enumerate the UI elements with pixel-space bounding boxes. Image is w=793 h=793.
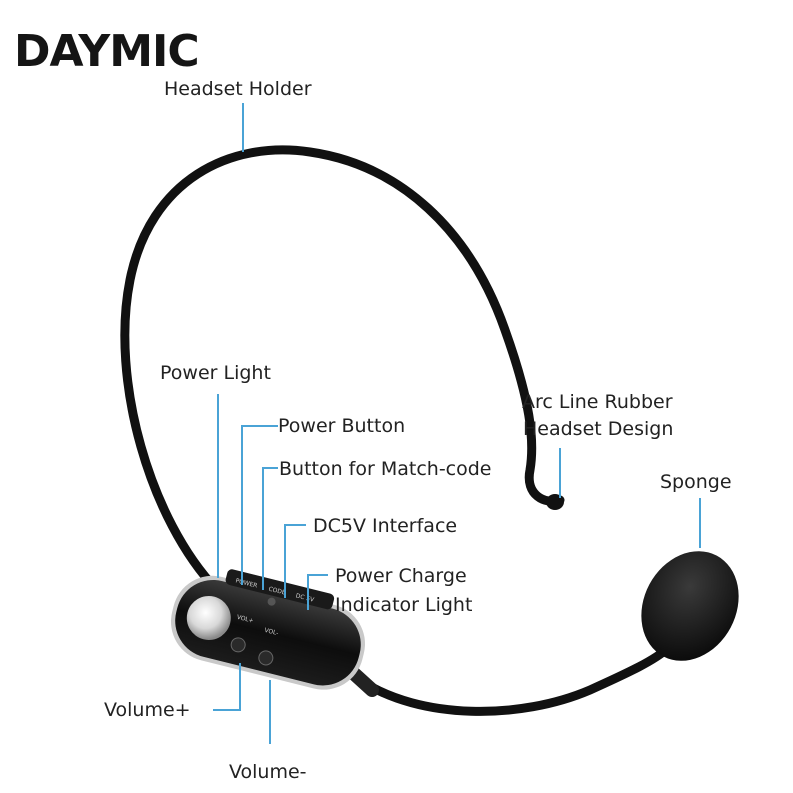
headband — [120, 145, 565, 595]
gooseneck-boom — [355, 643, 673, 716]
device-vol-minus-label: VOL- — [264, 627, 279, 637]
device-vol-plus-label: VOL+ — [236, 614, 254, 625]
device-code-label: CODE — [268, 586, 287, 597]
sponge — [641, 551, 739, 661]
label-sponge: Sponge — [660, 471, 732, 493]
label-headset-holder: Headset Holder — [164, 78, 312, 100]
label-power-charge-line1: Power Charge — [335, 565, 467, 587]
logo-text: DAYMIC — [14, 26, 200, 77]
label-power-light: Power Light — [160, 362, 271, 384]
brand-logo: DAYMIC — [14, 26, 200, 77]
control-body: POWER CODE DC 5V VOL+ VOL- — [170, 569, 366, 690]
label-arc-line-line2: Headset Design — [523, 418, 674, 440]
label-power-charge-line2: Indicator Light — [335, 594, 473, 616]
device-dc5v-label: DC 5V — [295, 592, 316, 604]
label-volume-plus: Volume+ — [104, 699, 191, 721]
headband-end-cap — [546, 494, 564, 510]
label-power-button: Power Button — [278, 415, 406, 437]
leader-power-charge — [307, 574, 328, 610]
leader-power-button — [241, 425, 278, 585]
leader-match-code — [262, 467, 278, 590]
label-match-code-button: Button for Match-code — [279, 458, 492, 480]
leader-volume-plus — [213, 663, 241, 711]
label-arc-line-line1: Arc Line Rubber — [522, 391, 673, 413]
leader-dc5v — [284, 524, 306, 598]
label-volume-minus: Volume- — [229, 761, 307, 783]
label-dc5v-interface: DC5V Interface — [313, 515, 458, 537]
